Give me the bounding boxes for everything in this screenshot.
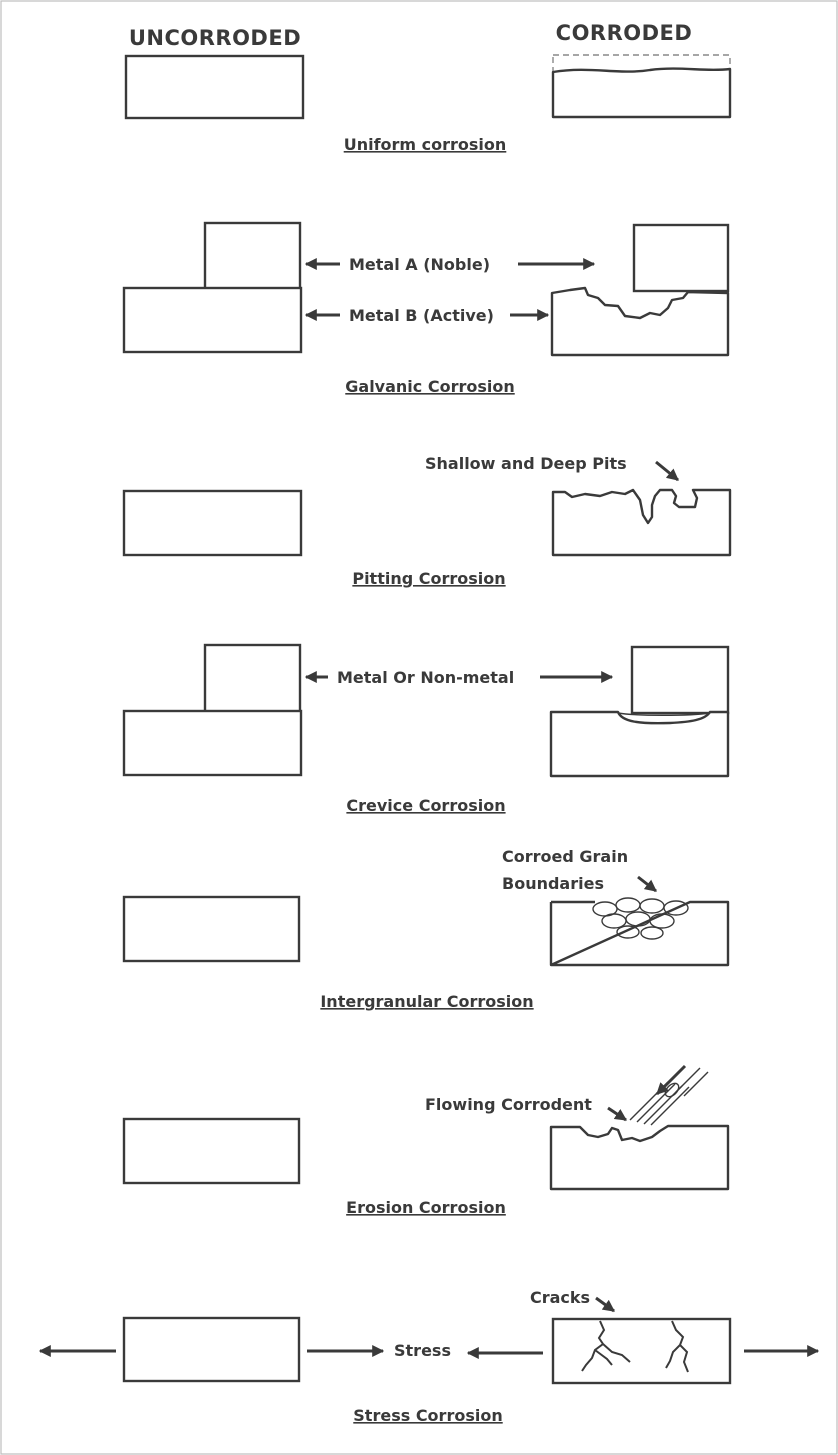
crevice-label: Metal Or Non-metal	[337, 668, 514, 687]
galvanic-metal-a-right	[634, 225, 728, 291]
crevice-caption: Crevice Corrosion	[346, 796, 505, 815]
crevice-base-block-right	[551, 712, 728, 776]
pits-label: Shallow and Deep Pits	[425, 454, 627, 473]
galvanic-metal-b-right-corroded	[552, 288, 728, 355]
galvanic-caption: Galvanic Corrosion	[345, 377, 514, 396]
galvanic-metal-a-left	[205, 223, 300, 289]
stress-corrosion-section: Stress Cracks Stress Corrosion	[40, 1288, 818, 1425]
uniform-uncorroded-block	[126, 56, 303, 118]
crevice-top-block-right	[632, 647, 728, 713]
intergranular-caption: Intergranular Corrosion	[320, 992, 533, 1011]
pitting-corrosion-section: Shallow and Deep Pits Pitting Corrosion	[124, 454, 730, 588]
uniform-caption: Uniform corrosion	[344, 135, 507, 154]
grain-label-line2: Boundaries	[502, 874, 604, 893]
erosion-corrosion-section: Flowing Corrodent Erosion Corrosion	[124, 1066, 728, 1217]
stress-uncorroded-block	[124, 1318, 299, 1381]
stress-label: Stress	[394, 1341, 451, 1360]
erosion-uncorroded-block	[124, 1119, 299, 1183]
cracks-arrow	[596, 1298, 614, 1311]
pitting-caption: Pitting Corrosion	[352, 569, 505, 588]
metal-a-label: Metal A (Noble)	[349, 255, 490, 274]
metal-b-label: Metal B (Active)	[349, 306, 494, 325]
intergranular-corrosion-section: Corroed Grain Boundaries Intergranular C…	[124, 847, 728, 1011]
intergranular-uncorroded-block	[124, 897, 299, 961]
flow-direction-arrow	[657, 1066, 685, 1094]
galvanic-corrosion-section: Metal A (Noble) Metal B (Active) Galvani…	[124, 223, 728, 396]
pitting-corroded-block	[553, 490, 730, 555]
crevice-top-block-left	[205, 645, 300, 712]
corroded-header: CORRODED	[556, 21, 693, 45]
pits-arrow	[656, 462, 678, 480]
stress-corroded-block	[553, 1319, 730, 1383]
flowing-arrow	[608, 1108, 626, 1120]
crevice-base-block-left	[124, 711, 301, 775]
erosion-corroded-block	[551, 1126, 728, 1189]
uniform-corrosion-section: Uniform corrosion	[126, 55, 730, 154]
crevice-corrosion-section: Metal Or Non-metal Crevice Corrosion	[124, 645, 728, 815]
uncorroded-header: UNCORRODED	[129, 26, 301, 50]
galvanic-metal-b-left	[124, 288, 301, 352]
flowing-label: Flowing Corrodent	[425, 1095, 592, 1114]
stress-caption: Stress Corrosion	[353, 1406, 502, 1425]
grain-label-line1: Corroed Grain	[502, 847, 628, 866]
corroded-grains-cluster	[593, 898, 688, 939]
pitting-uncorroded-block	[124, 491, 301, 555]
grain-arrow	[638, 877, 656, 891]
erosion-caption: Erosion Corrosion	[346, 1198, 506, 1217]
cracks-label: Cracks	[530, 1288, 590, 1307]
flow-stream-lines	[630, 1068, 708, 1125]
uniform-corroded-block	[553, 69, 730, 117]
